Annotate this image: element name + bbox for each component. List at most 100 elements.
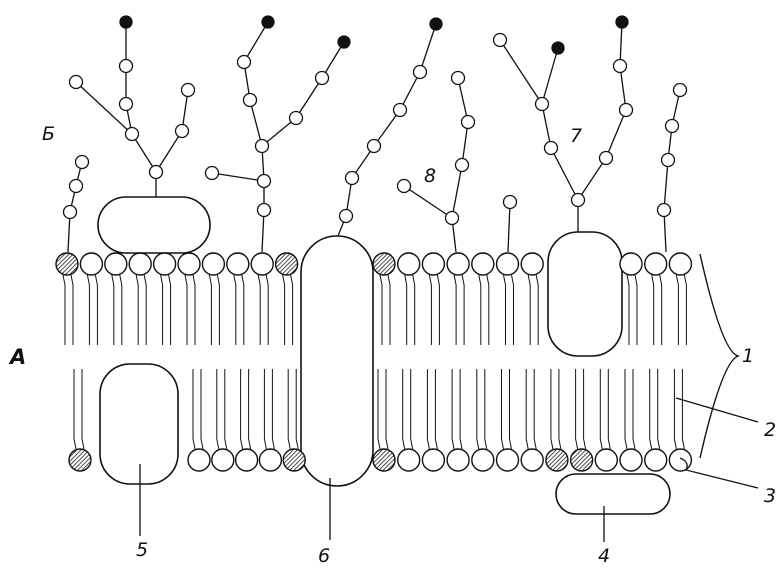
lipid-tail-top [135, 274, 139, 345]
lipid-tail-bottom [81, 369, 85, 450]
lipid-tail-bottom [224, 369, 228, 450]
glycocalyx-chain [337, 23, 437, 237]
sugar-residue [180, 82, 196, 98]
lipid-head-top [372, 252, 396, 276]
lipid-head-bottom [495, 448, 520, 472]
sugar-residue [444, 210, 460, 226]
lipid-tail-bottom [377, 369, 381, 450]
lipid-tail-top [387, 274, 391, 345]
lipid-head-top [397, 252, 421, 276]
lipid-head-top [421, 252, 446, 276]
sugar-residue [612, 58, 628, 74]
lipid-tail-bottom [525, 369, 529, 450]
lipid-tail-bottom [410, 369, 414, 450]
label-2: 2 [764, 419, 776, 441]
lipid-tail-bottom [216, 369, 220, 450]
sugar-residue [174, 123, 190, 139]
lipid-tail-top [461, 274, 465, 345]
sugar-residue [412, 64, 428, 80]
sugar-residue [534, 96, 550, 112]
sugar-residue [148, 164, 164, 180]
lipid-tail-top [160, 274, 164, 345]
lipid-head-bottom [258, 448, 283, 472]
lipid-tail-top [168, 274, 172, 345]
integral-protein-6 [300, 235, 374, 487]
lipid-head-top [495, 252, 520, 276]
lipid-tail-bottom [673, 369, 677, 450]
lipid-tail-bottom [632, 369, 636, 450]
lipid-head-top [520, 252, 544, 276]
lipid-tail-top [265, 274, 269, 345]
sugar-residue [664, 118, 680, 134]
lipid-head-bottom [372, 448, 396, 472]
bilayer-bracket [699, 253, 741, 459]
lipid-head-bottom [644, 448, 668, 472]
sugar-residue [570, 192, 586, 208]
sugar-residue [618, 102, 634, 118]
lipid-tail-bottom [657, 369, 661, 450]
label-8: 8 [424, 165, 436, 187]
lipid-head-bottom [619, 448, 643, 472]
lipid-head-top [668, 252, 693, 276]
lipid-head-bottom [187, 448, 211, 472]
terminal-sugar [429, 17, 443, 31]
lipid-head-bottom [397, 448, 421, 472]
sugar-residue [254, 138, 270, 154]
sugar-residue [672, 82, 688, 98]
terminal-sugar [261, 15, 275, 29]
lipid-tail-top [233, 274, 237, 345]
lipid-tail-top [257, 274, 261, 345]
glycocalyx-chain [403, 185, 453, 219]
glycocalyx-chain [75, 81, 133, 135]
lipid-tail-bottom [509, 369, 512, 450]
lipid-head-top [177, 252, 201, 276]
lipid-tail-top [626, 274, 630, 345]
lipid-head-bottom [668, 448, 693, 472]
label-6: 6 [318, 545, 330, 567]
sugar-residue [62, 204, 78, 220]
sugar-residue [204, 165, 220, 181]
sugar-residue [492, 32, 508, 48]
lipid-tail-top [184, 274, 188, 345]
sugar-residue [68, 178, 84, 194]
lipid-head-bottom [471, 448, 495, 472]
lipid-tail-top [634, 274, 638, 345]
sugar-residues [62, 15, 688, 226]
lipid-tail-top [651, 274, 655, 345]
lipid-tail-bottom [426, 369, 430, 450]
peripheral-protein-top [97, 196, 211, 254]
sugar-residue [314, 70, 330, 86]
label-3: 3 [764, 485, 776, 507]
sugar-residue [656, 202, 672, 218]
lipid-head-top [250, 252, 274, 276]
lipid-tail-top [436, 274, 440, 345]
label-side-left: А [8, 345, 26, 369]
half-integral-protein-top [547, 231, 623, 357]
lipid-head-top [55, 252, 79, 276]
sugar-residue [454, 157, 470, 173]
lipid-tail-top [192, 274, 196, 345]
sugar-residue [288, 110, 304, 126]
sugar-residue [74, 154, 90, 170]
sugar-residue [338, 208, 354, 224]
lipid-tail-top [208, 274, 212, 345]
peripheral-protein-4 [555, 473, 671, 515]
sugar-residue [392, 102, 408, 118]
sugar-residue [256, 173, 272, 189]
lipid-tail-bottom [200, 369, 204, 450]
lipid-tail-bottom [649, 369, 653, 450]
sugar-residue [366, 138, 382, 154]
lipid-tail-top [241, 274, 245, 345]
lipid-head-top [201, 252, 226, 276]
lipid-head-bottom [282, 448, 306, 472]
lipid-tail-bottom [240, 369, 244, 450]
lipid-tail-bottom [550, 369, 554, 450]
lipid-tail-top [486, 274, 490, 345]
lipid-tail-top [111, 274, 115, 345]
pointer-3 [679, 457, 759, 489]
lipid-head-bottom [569, 448, 594, 472]
lipid-tail-top [535, 274, 539, 345]
lipid-tail-bottom [287, 369, 291, 450]
sugar-residue [660, 152, 676, 168]
